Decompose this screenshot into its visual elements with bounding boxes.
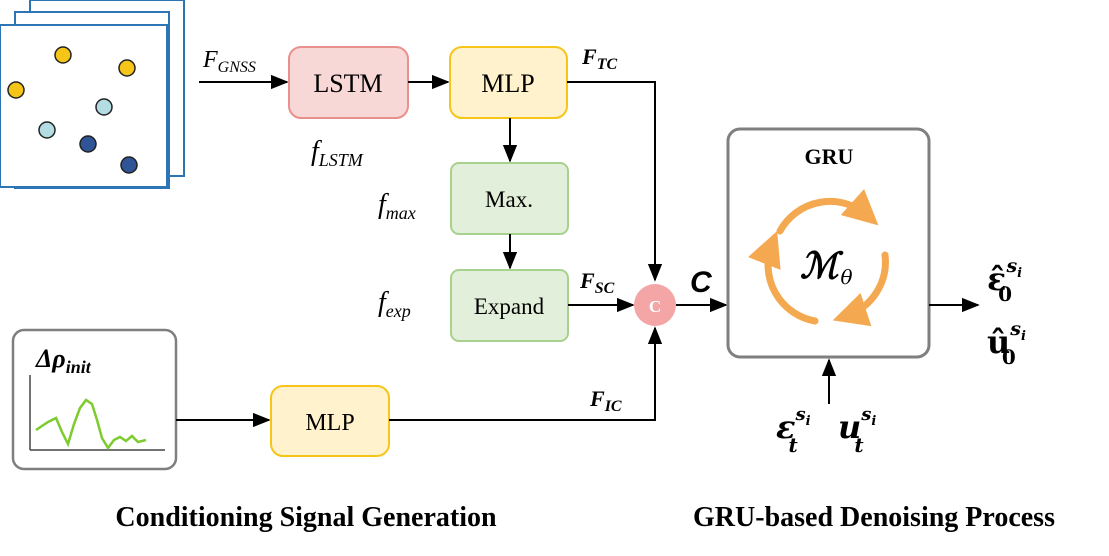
mlp-bottom-block: MLP: [270, 385, 390, 457]
satellite-dot: [79, 135, 97, 153]
rho-signal-curve: [35, 398, 147, 451]
c-label: C: [690, 266, 713, 299]
concat-node: C: [634, 284, 676, 326]
f-max-label: fmax: [378, 189, 416, 223]
mlp-top-label: MLP: [481, 69, 534, 98]
satellite-dot: [38, 121, 56, 139]
f-exp-label: fexp: [378, 287, 411, 321]
max-block: Max.: [450, 162, 569, 235]
cycle-arc-icon: [832, 251, 889, 327]
satellite-dot: [7, 81, 25, 99]
gru-title: GRU: [805, 144, 854, 169]
mlp-top-block: MLP: [449, 46, 568, 119]
arrow-mlp-to-concat: [567, 81, 663, 282]
lstm-block: LSTM: [288, 46, 409, 119]
lstm-label: LSTM: [313, 69, 382, 98]
f-sc-label: FSC: [579, 268, 615, 297]
satellite-dot: [54, 46, 72, 64]
cycle-arc-icon: [776, 188, 879, 235]
gnss-frames: [0, 0, 185, 189]
caption-left: Conditioning Signal Generation: [115, 502, 497, 533]
satellite-dot: [120, 156, 138, 174]
mlp-bottom-label: MLP: [305, 410, 354, 436]
cycle-arc-icon: [748, 230, 819, 325]
caption-right: GRU-based Denoising Process: [693, 502, 1055, 533]
f-tc-label: FTC: [581, 44, 617, 73]
expand-block: Expand: [450, 269, 569, 342]
rho-input-box: [11, 328, 178, 471]
f-gnss-label: FGNSS: [202, 47, 256, 76]
max-label: Max.: [485, 187, 533, 212]
expand-label: Expand: [474, 294, 545, 319]
satellite-dot: [95, 98, 113, 116]
concat-label: C: [649, 297, 661, 316]
arrow-mlp-bottom-to-concat: [389, 326, 663, 421]
rho-label: Δρinit: [35, 344, 92, 377]
f-ic-label: FIC: [589, 386, 622, 415]
satellite-dot: [118, 59, 136, 77]
f-lstm-label: fLSTM: [311, 136, 364, 170]
